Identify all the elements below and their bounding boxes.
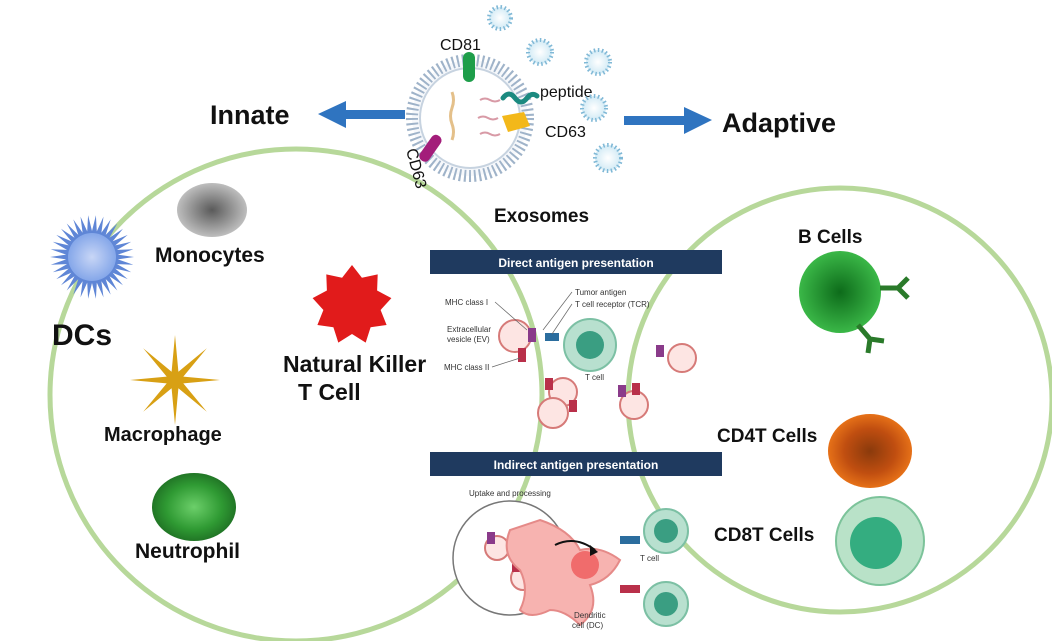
peptide-label: peptide [540, 84, 593, 101]
cd63-marker-left [419, 134, 442, 162]
exosome-vesicle [406, 54, 534, 182]
ev-with-mhc [498, 319, 536, 362]
floating-ev [618, 383, 649, 420]
b-cell-icon [799, 251, 910, 354]
innate-arrow [318, 101, 405, 128]
dendritic-cell-icon [505, 518, 622, 627]
cd8-label: CD8T Cells [714, 525, 814, 546]
monocytes-label: Monocytes [155, 244, 265, 267]
tumor-antigen-label: Tumor antigen [575, 288, 626, 297]
floating-ev [537, 397, 577, 429]
innate-circle [47, 146, 545, 641]
indirect-panel-header [430, 452, 722, 476]
b-cells-label: B Cells [798, 227, 862, 248]
t-cell-label-direct: T cell [585, 373, 604, 382]
cd4-label: CD4T Cells [717, 426, 817, 447]
cd63-label-right: CD63 [545, 124, 586, 141]
nk-label-line1: Natural Killer [283, 351, 426, 377]
cd81-label: CD81 [440, 37, 481, 54]
cd81-marker [463, 52, 475, 82]
floating-ev [656, 343, 697, 373]
neutrophil-label: Neutrophil [135, 540, 240, 563]
ev-label-line2: vesicle (EV) [447, 335, 490, 344]
direct-panel-header [430, 250, 722, 274]
virus-particle [526, 38, 554, 66]
macrophage-label: Macrophage [104, 424, 222, 446]
nk-label-line2: T Cell [298, 379, 361, 405]
indirect-panel-title: Indirect antigen presentation [494, 458, 659, 472]
macrophage-cell-icon [130, 335, 220, 425]
virus-particle [584, 48, 612, 76]
dcs-label: DCs [52, 319, 112, 352]
exosomes-title: Exosomes [494, 206, 589, 227]
monocyte-cell-icon [177, 183, 247, 237]
dc-cell-icon [50, 215, 134, 299]
t-cell-direct [545, 318, 617, 372]
adaptive-label: Adaptive [722, 108, 836, 138]
dc-label-line2: cell (DC) [572, 621, 603, 630]
uptake-label: Uptake and processing [469, 489, 551, 498]
virus-particle [593, 143, 623, 173]
t-cell-indirect [620, 508, 689, 627]
virus-particle [580, 94, 608, 122]
virus-particle [487, 5, 513, 31]
peptide-marker [500, 91, 540, 105]
direct-panel-title: Direct antigen presentation [498, 256, 653, 270]
dc-label-line1: Dendritic [574, 611, 606, 620]
cd4-cell-icon [828, 414, 912, 488]
t-cell-label-indirect: T cell [640, 554, 659, 563]
cd8-cell-icon [835, 496, 925, 586]
neutrophil-cell-icon [152, 473, 236, 541]
innate-label: Innate [210, 100, 290, 130]
mhc1-label: MHC class I [445, 298, 488, 307]
adaptive-arrow [624, 107, 712, 134]
cd63-marker-right [502, 112, 530, 132]
tcr-label: T cell receptor (TCR) [575, 300, 650, 309]
nk-cell-icon [312, 265, 392, 343]
ev-label-line1: Extracellular [447, 325, 491, 334]
mhc2-label: MHC class II [444, 363, 489, 372]
